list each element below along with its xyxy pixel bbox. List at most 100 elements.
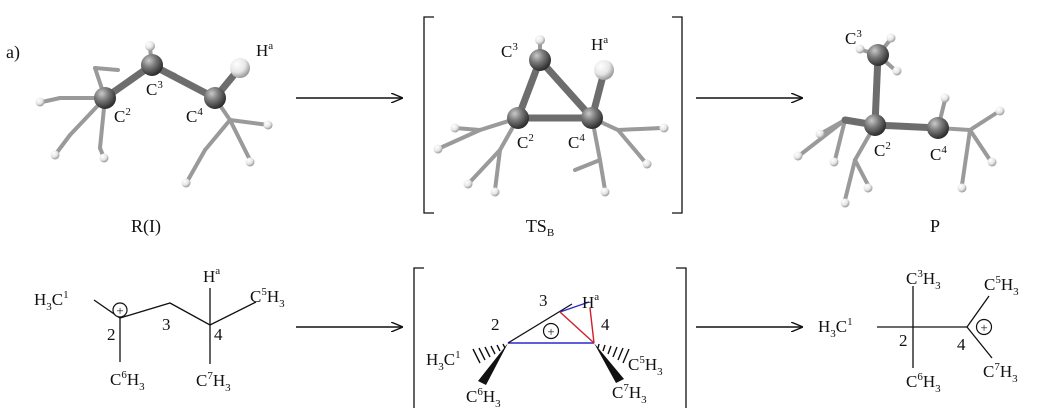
carbon-atom-c2	[507, 107, 529, 129]
carbon-atom-c2	[864, 114, 886, 136]
product-label-c2: C2	[874, 140, 891, 160]
hydrogen-atom	[535, 35, 545, 45]
product-h3c1-label: H3C1	[818, 316, 853, 340]
hydrogen-atom	[450, 123, 460, 133]
carbon-atom-c3	[867, 44, 889, 66]
ts-h3c1-label: H3C1	[426, 349, 461, 373]
hydrogen-atom	[840, 198, 850, 208]
product-label-c3: C3	[845, 28, 862, 48]
locant-2: 2	[107, 325, 116, 344]
wedge-bond-c6	[478, 343, 508, 385]
reactant-label-c4: C4	[186, 106, 203, 126]
carbocation-charge	[112, 302, 128, 318]
ts-bracket-top	[423, 16, 683, 214]
carbon-atom-c2	[94, 87, 116, 109]
ts-scheme: + 2 3 4 Ha H3C1 C5H3 C6H3 C7H3	[426, 291, 663, 408]
hydrogen-atom	[35, 97, 45, 107]
ts-3d-model: C3 Ha C2 C4	[433, 34, 669, 197]
h3c1-label: H3C1	[34, 289, 69, 313]
carbon-atom-c4	[927, 117, 949, 139]
ts-label-ha: Ha	[591, 34, 608, 54]
carbon-atom-c3	[529, 49, 551, 71]
hydrogen-atom	[245, 157, 255, 167]
hydrogen-atom	[99, 153, 109, 163]
reactant-label-c3: C3	[146, 79, 163, 99]
ts-c3-ha-bond	[559, 301, 590, 313]
hydrogen-atom	[940, 93, 950, 103]
ts-locant-4: 4	[601, 315, 610, 334]
carbon-atom-c4	[581, 107, 603, 129]
hydrogen-atom	[642, 159, 652, 169]
hydrogen-atom	[145, 41, 155, 51]
product-locant-4: 4	[957, 335, 966, 354]
ts-c6h3-label: C6H3	[466, 386, 501, 408]
c7h3-label: C7H3	[196, 370, 231, 394]
hydrogen-atom	[659, 123, 669, 133]
wedge-bond-c7	[594, 343, 624, 383]
charge-plus: +	[116, 303, 123, 318]
ts-carbocation-charge	[542, 322, 560, 340]
c6h3-label: C6H3	[110, 369, 145, 393]
product-c5h3-label: C5H3	[984, 274, 1019, 298]
reactant-atoms	[35, 41, 273, 188]
hydrogen-atom	[886, 33, 896, 43]
product-carbocation-charge	[975, 318, 993, 336]
hydrogen-atom	[855, 44, 865, 54]
hydrogen-atom	[815, 129, 825, 139]
locant-4: 4	[214, 325, 223, 344]
product-caption: P	[930, 216, 940, 236]
ts-label-c2: C2	[517, 132, 534, 152]
hydrogen-atom	[463, 179, 473, 189]
carbon-atom-c3	[141, 54, 163, 76]
c5h3-label: C5H3	[250, 286, 285, 310]
carbon-atom-c4	[204, 87, 226, 109]
locant-3: 3	[162, 315, 171, 334]
product-locant-2: 2	[899, 331, 908, 350]
ts-locant-3: 3	[539, 291, 548, 310]
hydrogen-atom	[892, 66, 902, 76]
product-label-c4: C4	[930, 144, 947, 164]
ts-c2-c3-bond	[507, 303, 573, 344]
product-c7h3-label: C7H3	[983, 361, 1018, 385]
hydrogen-atom	[433, 144, 443, 154]
hydrogen-atom	[50, 150, 60, 160]
product-charge-plus: +	[980, 320, 987, 335]
ts-label-c3: C3	[501, 41, 518, 61]
hydrogen-atom	[181, 178, 191, 188]
ts-label-c4: C4	[568, 132, 585, 152]
ts-caption: TSB	[526, 216, 554, 239]
hydrogen-atom-ha	[230, 58, 250, 78]
hydrogen-atom	[829, 157, 839, 167]
product-c3h3-label: C3H3	[906, 268, 941, 292]
reactant-caption: R(I)	[131, 216, 161, 237]
hydrogen-atom	[490, 187, 500, 197]
ts-locant-2: 2	[491, 315, 500, 334]
hydrogen-atom	[263, 120, 273, 130]
ha-label: Ha	[203, 265, 220, 286]
panel-label: a)	[6, 42, 20, 63]
reactant-3d-model: C2 C3 C4 Ha	[35, 40, 273, 188]
hydrogen-atom	[600, 187, 610, 197]
product-scheme: + H3C1 C3H3 2 4 C5H3 C6H3 C7H3	[818, 268, 1019, 395]
hydrogen-atom	[987, 157, 997, 167]
ts-bracket-bottom	[413, 267, 687, 408]
product-atoms	[793, 33, 1005, 208]
product-hydrogen-sticks	[798, 38, 1000, 202]
ts-c3-c4-bond	[559, 311, 595, 344]
product-c6h3-label: C6H3	[906, 371, 941, 395]
ts-c7h3-label: C7H3	[612, 382, 647, 406]
reactant-label-c2: C2	[114, 106, 131, 126]
reactant-label-ha: Ha	[256, 40, 273, 60]
product-3d-model: C3 C2 C4	[793, 28, 1005, 208]
ts-c5h3-label: C5H3	[628, 354, 663, 378]
ts-atoms	[433, 35, 669, 197]
reactant-scheme: + H3C1 2 3 4 Ha C5H3 C6H3 C7H3	[34, 265, 285, 394]
ts-c4-ha-bond	[589, 307, 595, 344]
hydrogen-atom	[793, 151, 803, 161]
hydrogen-atom	[995, 106, 1005, 116]
hydrogen-atom-ha	[594, 60, 614, 80]
ts-charge-plus: +	[547, 324, 554, 339]
ts-ha-label: Ha	[582, 291, 599, 312]
hydrogen-atom	[957, 183, 967, 193]
